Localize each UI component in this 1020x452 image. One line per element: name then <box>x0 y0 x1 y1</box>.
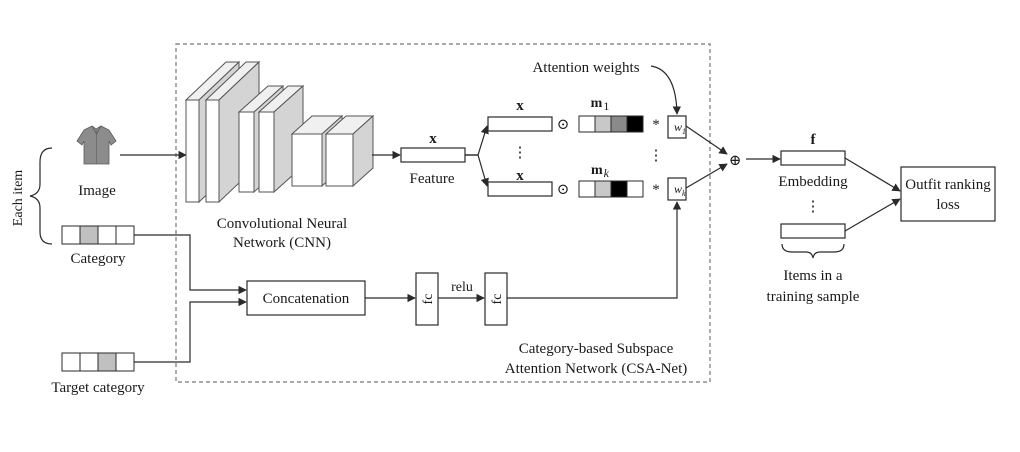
embedding-label: Embedding <box>778 174 848 190</box>
m-bottom-symbol: mk <box>591 163 610 180</box>
fc2-to-weights-arrow <box>507 201 682 299</box>
odot-top: ⊙ <box>557 117 570 133</box>
x-bottom-symbol: x <box>516 168 524 184</box>
items-label-line1: Items in a <box>783 268 842 284</box>
feature-label: Feature <box>410 171 455 187</box>
top-to-sum-arrow <box>685 125 728 155</box>
category-label: Category <box>71 251 126 267</box>
image-label: Image <box>78 183 116 199</box>
csa-label-line1: Category-based Subspace <box>519 341 674 357</box>
attention-weights-arrow <box>650 65 682 115</box>
items-brace <box>781 243 845 259</box>
vdots-w: ⋮ <box>649 148 664 164</box>
csa-label-line2: Attention Network (CSA-Net) <box>505 361 687 377</box>
star-top: * <box>652 117 660 133</box>
fc2-box <box>484 272 508 326</box>
attention-weights-label: Attention weights <box>532 60 639 76</box>
x-top-vector <box>487 116 553 132</box>
target-category-vector <box>61 352 135 372</box>
items-label-line2: training sample <box>767 289 860 305</box>
embedding-k-to-loss-arrow <box>844 198 901 232</box>
mask-top-vector <box>578 115 644 133</box>
star-bottom: * <box>652 182 660 198</box>
w-bottom-symbol: wk <box>674 182 686 198</box>
f-symbol: f <box>811 132 817 148</box>
vdots-embedding: ⋮ <box>806 199 821 215</box>
fc1-box <box>415 272 439 326</box>
oplus-symbol: ⊕ <box>729 153 742 169</box>
each-item-label: Each item <box>11 170 26 226</box>
embedding-vector <box>780 150 846 166</box>
outfit-label-line1: Outfit ranking <box>905 177 991 193</box>
category-to-concat-arrow <box>134 234 247 295</box>
feature-to-top-arrow <box>465 125 489 156</box>
embedding-vector-k <box>780 223 846 239</box>
feature-vector <box>400 147 466 163</box>
csa-net-boundary <box>175 43 711 383</box>
w-top-symbol: w1 <box>674 120 686 136</box>
target-category-label: Target category <box>51 380 145 396</box>
feature-to-bottom-arrow <box>465 154 489 187</box>
w-top-box <box>667 115 687 139</box>
concatenation-label: Concatenation <box>263 291 350 307</box>
w-bottom-box <box>667 177 687 201</box>
x-bottom-vector <box>487 181 553 197</box>
x-top-symbol: x <box>516 98 524 114</box>
shirt-icon <box>76 125 117 165</box>
feature-symbol: x <box>429 131 437 147</box>
target-to-concat-arrow <box>134 297 247 363</box>
bottom-to-sum-arrow <box>685 163 728 189</box>
outfit-label-line2: loss <box>936 197 960 213</box>
concatenation-box <box>246 280 366 316</box>
mask-bottom-vector <box>578 180 644 198</box>
embedding-to-loss-arrow <box>844 157 901 192</box>
relu-label: relu <box>451 280 473 295</box>
cnn-blocks <box>184 60 375 204</box>
outfit-ranking-loss-box <box>900 166 996 222</box>
cnn-label-line1: Convolutional Neural <box>217 216 347 232</box>
each-item-brace <box>29 147 53 245</box>
odot-bottom: ⊙ <box>557 182 570 198</box>
m-top-symbol: m1 <box>591 96 610 113</box>
category-vector <box>61 225 135 245</box>
fc1-label: fc <box>421 294 436 305</box>
vdots-x: ⋮ <box>513 145 528 161</box>
fc2-label: fc <box>490 294 505 305</box>
cnn-label-line2: Network (CNN) <box>233 235 331 251</box>
